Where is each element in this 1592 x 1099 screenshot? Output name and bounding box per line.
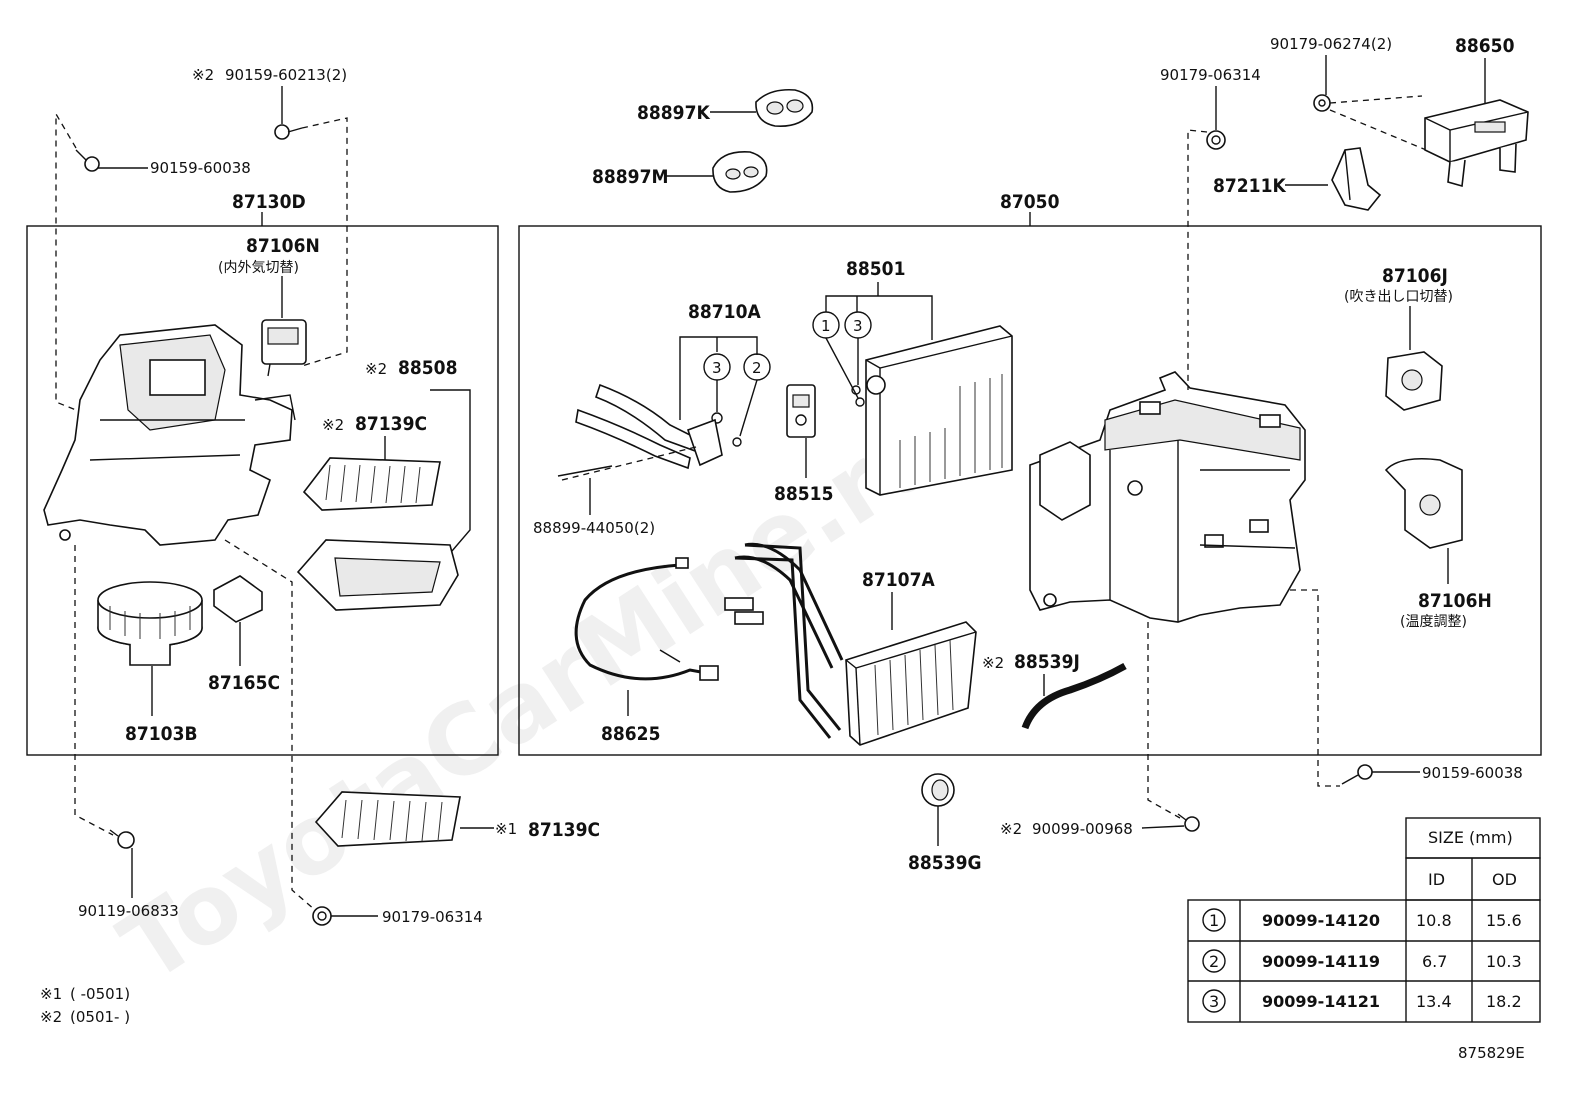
mark-note2-e: ※2	[1000, 820, 1022, 838]
label-87050[interactable]: 87050	[1000, 191, 1060, 213]
label-87106H[interactable]: 87106H	[1418, 590, 1492, 612]
actuator-87106J[interactable]	[1385, 351, 1443, 411]
label-88515[interactable]: 88515	[774, 483, 833, 505]
size-table: SIZE (mm) ID OD 1 90099-14120 10.8 15.6 …	[1187, 817, 1541, 1023]
harness-88625[interactable]	[574, 557, 719, 681]
label-90099-00968[interactable]: 90099-00968	[1032, 820, 1133, 838]
size-table-row-3: 3 90099-14121 13.4 18.2	[1202, 989, 1522, 1013]
size-row-part[interactable]: 90099-14120	[1262, 911, 1380, 930]
label-88539G[interactable]: 88539G	[908, 852, 982, 874]
label-88539J[interactable]: 88539J	[1014, 651, 1080, 673]
size-row-od: 15.6	[1486, 911, 1522, 930]
size-row-part[interactable]: 90099-14119	[1262, 952, 1380, 971]
label-88501[interactable]: 88501	[846, 258, 905, 280]
size-row-od: 18.2	[1486, 992, 1522, 1011]
footnote-1-text: ( -0501)	[70, 985, 130, 1003]
size-row-part[interactable]: 90099-14121	[1262, 992, 1380, 1011]
screw-90159-60038-a[interactable]	[75, 149, 100, 172]
size-table-col-id: ID	[1428, 870, 1445, 889]
label-90159-60038-a[interactable]: 90159-60038	[150, 159, 251, 177]
heater-core-87107A[interactable]	[724, 542, 977, 746]
size-table-title: SIZE (mm)	[1428, 828, 1513, 847]
screw-90119-06833[interactable]	[109, 829, 135, 849]
screw-90099-00968[interactable]	[1177, 813, 1200, 832]
size-row-id: 6.7	[1422, 952, 1447, 971]
size-table-col-od: OD	[1492, 870, 1517, 889]
clip-90179-06314-b[interactable]	[1206, 130, 1226, 150]
size-row-id: 10.8	[1416, 911, 1452, 930]
size-row-ref: 1	[1209, 911, 1219, 930]
callout-3-a: 3	[712, 359, 722, 377]
label-87103B[interactable]: 87103B	[125, 723, 198, 745]
size-row-od: 10.3	[1486, 952, 1522, 971]
blower-unit-housing[interactable]	[43, 324, 296, 546]
footnote-2-text: (0501- )	[70, 1008, 130, 1026]
pipe-88710A[interactable]	[575, 383, 723, 470]
bracket-87211K[interactable]	[1331, 147, 1382, 211]
label-87130D[interactable]: 87130D	[232, 191, 306, 213]
hose-88539J[interactable]	[1021, 662, 1127, 730]
note-87106N: (内外気切替)	[218, 260, 299, 276]
diagram-id: 875829E	[1458, 1044, 1525, 1062]
label-88625[interactable]: 88625	[601, 723, 660, 745]
grommet-88897M[interactable]	[712, 151, 768, 193]
callout-1-a: 1	[821, 317, 831, 335]
label-88508[interactable]: 88508	[398, 357, 457, 379]
mark-note2-b: ※2	[365, 360, 387, 378]
heater-case-87050[interactable]	[1029, 371, 1306, 623]
label-88899-44050[interactable]: 88899-44050(2)	[533, 519, 655, 537]
footnote-2-mark: ※2	[40, 1008, 62, 1026]
label-87165C[interactable]: 87165C	[208, 672, 280, 694]
clip-90179-06274[interactable]	[1313, 94, 1331, 112]
label-87106J[interactable]: 87106J	[1382, 265, 1448, 287]
note-87106H: (温度調整)	[1400, 614, 1467, 630]
ecu-88650[interactable]	[1424, 99, 1529, 188]
size-row-id: 13.4	[1416, 992, 1452, 1011]
label-88710A[interactable]: 88710A	[688, 301, 761, 323]
blower-motor-87103B[interactable]	[97, 581, 203, 666]
grommet-88539G[interactable]	[921, 773, 955, 807]
label-88897M[interactable]: 88897M	[592, 166, 668, 188]
filter-87139C-b[interactable]	[314, 791, 461, 847]
screw-90159-60213[interactable]	[274, 124, 303, 140]
label-90159-60213[interactable]: 90159-60213(2)	[225, 66, 347, 84]
label-87139C-b[interactable]: 87139C	[528, 819, 600, 841]
label-87107A[interactable]: 87107A	[862, 569, 935, 591]
size-table-row-2: 2 90099-14119 6.7 10.3	[1202, 949, 1522, 973]
footnote-1-mark: ※1	[40, 985, 62, 1003]
label-90119-06833[interactable]: 90119-06833	[78, 902, 179, 920]
label-90179-06314-b[interactable]: 90179-06314	[1160, 66, 1261, 84]
mark-note2-a: ※2	[192, 66, 214, 84]
size-row-ref: 3	[1209, 992, 1219, 1011]
mark-note2-d: ※2	[982, 654, 1004, 672]
label-88897K[interactable]: 88897K	[637, 102, 710, 124]
evaporator-88501[interactable]	[865, 325, 1013, 496]
actuator-87106H[interactable]	[1384, 457, 1463, 549]
resistor-87165C[interactable]	[213, 575, 263, 640]
label-90179-06274[interactable]: 90179-06274(2)	[1270, 35, 1392, 53]
label-90159-60038-b[interactable]: 90159-60038	[1422, 764, 1523, 782]
callout-2-a: 2	[752, 359, 762, 377]
note-87106J: (吹き出し口切替)	[1344, 289, 1453, 305]
size-table-row-1: 1 90099-14120 10.8 15.6	[1202, 908, 1522, 932]
filter-87139C-a[interactable]	[302, 457, 441, 511]
label-87139C-a[interactable]: 87139C	[355, 413, 427, 435]
filter-case-88508[interactable]	[296, 539, 459, 611]
label-90179-06314-a[interactable]: 90179-06314	[382, 908, 483, 926]
mark-note2-c: ※2	[322, 416, 344, 434]
expansion-valve-88515[interactable]	[786, 384, 816, 438]
label-87211K[interactable]: 87211K	[1213, 175, 1286, 197]
size-row-ref: 2	[1209, 952, 1219, 971]
mark-note1-a: ※1	[495, 820, 517, 838]
screw-90159-60038-b[interactable]	[1341, 764, 1373, 785]
label-88650[interactable]: 88650	[1455, 35, 1515, 57]
clip-90179-06314-a[interactable]	[312, 906, 332, 926]
label-87106N[interactable]: 87106N	[246, 235, 320, 257]
actuator-87106N[interactable]	[261, 319, 307, 377]
grommet-88897K[interactable]	[755, 88, 814, 128]
callout-3-b: 3	[853, 317, 863, 335]
